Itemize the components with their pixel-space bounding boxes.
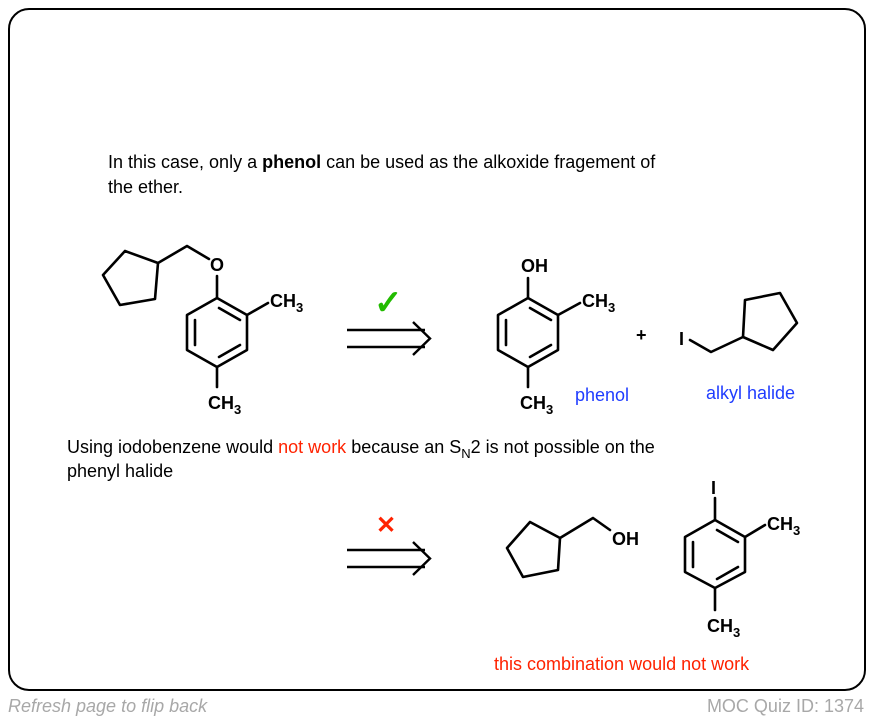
- intro-line-1: In this case, only a phenol can be used …: [108, 152, 656, 172]
- svg-text:CH3: CH3: [208, 393, 241, 417]
- svg-text:O: O: [210, 255, 224, 275]
- alkyl-halide-label: alkyl halide: [706, 383, 795, 403]
- quiz-id: MOC Quiz ID: 1374: [707, 696, 864, 716]
- svg-text:CH3: CH3: [582, 291, 615, 315]
- svg-text:OH: OH: [612, 529, 639, 549]
- plus-sign: +: [636, 325, 647, 345]
- explanation-line-1: Using iodobenzene would not work because…: [67, 437, 655, 461]
- explanation-line-2: phenyl halide: [67, 461, 173, 481]
- iodo-arene-molecule: I CH3 CH3: [683, 478, 800, 640]
- svg-text:CH3: CH3: [270, 291, 303, 315]
- cyclopentylmethanol-molecule: OH: [505, 516, 639, 579]
- ether-molecule: O CH3 CH3: [101, 244, 303, 417]
- svg-text:CH3: CH3: [767, 514, 800, 538]
- cross-icon: ✕: [376, 512, 396, 539]
- svg-text:OH: OH: [521, 256, 548, 276]
- svg-text:I: I: [711, 478, 716, 498]
- card-border: [8, 8, 866, 691]
- svg-text:I: I: [679, 329, 684, 349]
- svg-text:CH3: CH3: [707, 616, 740, 640]
- retrosynthesis-arrow: [347, 321, 432, 356]
- retrosynthesis-arrow-invalid: [347, 541, 432, 576]
- refresh-hint[interactable]: Refresh page to flip back: [8, 696, 208, 716]
- phenol-molecule: OH CH3 CH3: [496, 256, 615, 417]
- check-icon: ✓: [374, 284, 403, 322]
- intro-line-2: the ether.: [108, 177, 183, 197]
- warning-text: this combination would not work: [494, 654, 750, 674]
- phenol-label: phenol: [575, 385, 629, 405]
- svg-text:CH3: CH3: [520, 393, 553, 417]
- alkyl-halide-molecule: I: [679, 291, 799, 354]
